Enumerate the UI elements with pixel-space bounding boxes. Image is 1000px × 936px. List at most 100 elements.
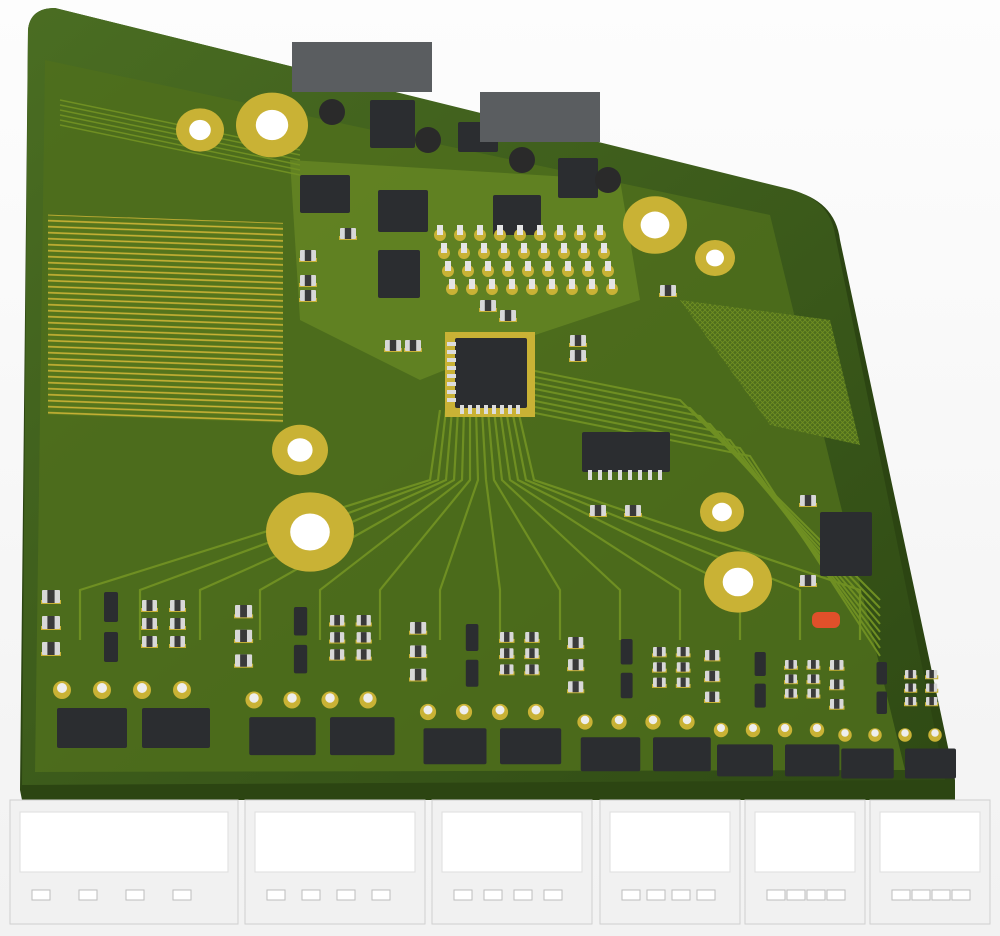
testpoint <box>423 705 433 715</box>
testpoint <box>609 279 615 289</box>
mosfet <box>57 708 127 748</box>
power-ic <box>378 190 428 232</box>
smd-body <box>929 683 934 692</box>
smd-body <box>788 688 794 698</box>
connector-housing <box>441 811 583 873</box>
connector-housing <box>609 811 731 873</box>
smd-body <box>47 642 55 655</box>
smd-body <box>680 677 686 687</box>
transistor <box>509 147 535 173</box>
connector-slot <box>172 889 192 901</box>
connector-housing <box>254 811 416 873</box>
smd-body <box>594 505 602 516</box>
mosfet <box>423 728 487 765</box>
transistor <box>595 167 621 193</box>
trace <box>78 409 442 640</box>
driver-ic <box>754 683 766 708</box>
testpoint <box>749 724 757 732</box>
driver-ic <box>104 632 118 662</box>
mcu-pin <box>468 405 472 414</box>
testpoint <box>465 261 471 271</box>
connector-slot <box>336 889 356 901</box>
connector-slot <box>786 889 806 901</box>
trace <box>59 119 301 171</box>
mcu-pin <box>508 405 512 414</box>
smd-body <box>908 683 913 692</box>
trace <box>504 409 742 640</box>
trace <box>529 405 881 649</box>
testpoint <box>137 683 147 693</box>
smd-body <box>304 290 312 301</box>
testpoint <box>597 225 603 235</box>
testpoint <box>517 225 523 235</box>
connector-slot <box>646 889 666 901</box>
smd-body <box>174 600 181 611</box>
mcu-pin <box>500 405 504 414</box>
trace <box>516 409 862 640</box>
testpoint <box>525 261 531 271</box>
testpoint <box>325 693 335 703</box>
testpoint <box>495 705 505 715</box>
connector-slot <box>301 889 321 901</box>
smd-body <box>804 495 812 506</box>
mounting-hole <box>712 502 732 522</box>
soic-pin <box>608 470 612 480</box>
soic-pin <box>618 470 622 480</box>
mcu-pin <box>447 342 456 346</box>
top-connector <box>480 92 600 142</box>
smd-body <box>908 697 913 706</box>
testpoint <box>871 729 879 737</box>
mounting-hole <box>287 438 313 462</box>
connector-slot <box>671 889 691 901</box>
smd-body <box>811 674 816 684</box>
smd-body <box>572 681 579 693</box>
trace <box>529 411 881 657</box>
connector-housing <box>19 811 229 873</box>
soic-pin <box>658 470 662 480</box>
trace <box>510 409 802 640</box>
testpoint <box>580 715 590 725</box>
connector-slot <box>621 889 641 901</box>
testpoint <box>489 279 495 289</box>
soic-pin <box>598 470 602 480</box>
trace <box>59 124 301 176</box>
mosfet <box>785 744 840 777</box>
testpoint <box>469 279 475 289</box>
driver-ic <box>620 672 633 699</box>
smd-body <box>680 647 686 657</box>
connector-slot <box>31 889 51 901</box>
smd-body <box>240 629 247 643</box>
smd-body <box>304 250 312 261</box>
mcu-chip <box>455 338 527 408</box>
smd-body <box>360 632 367 643</box>
mcu-pin <box>447 390 456 394</box>
testpoint <box>549 279 555 289</box>
testpoint <box>648 715 658 725</box>
connector-slot <box>911 889 931 901</box>
mounting-hole <box>255 109 289 141</box>
mcu-pin <box>447 358 456 362</box>
smd-body <box>344 228 352 239</box>
smd-body <box>929 697 934 706</box>
smd-body <box>414 645 422 658</box>
smd-body <box>804 575 812 586</box>
smd-body <box>834 679 840 690</box>
testpoint <box>577 225 583 235</box>
smd-body <box>574 335 582 346</box>
testpoint <box>614 715 624 725</box>
smd-body <box>174 618 181 629</box>
mounting-hole <box>722 567 754 597</box>
testpoint <box>605 261 611 271</box>
smd-body <box>572 659 579 671</box>
connector-slot <box>513 889 533 901</box>
trace <box>498 409 682 640</box>
testpoint <box>437 225 443 235</box>
smd-body <box>389 340 397 351</box>
smd-body <box>504 632 510 642</box>
mounting-hole <box>640 211 670 239</box>
smd-body <box>834 660 840 670</box>
smd-body <box>334 615 340 626</box>
testpoint <box>813 724 821 732</box>
testpoint <box>459 705 469 715</box>
